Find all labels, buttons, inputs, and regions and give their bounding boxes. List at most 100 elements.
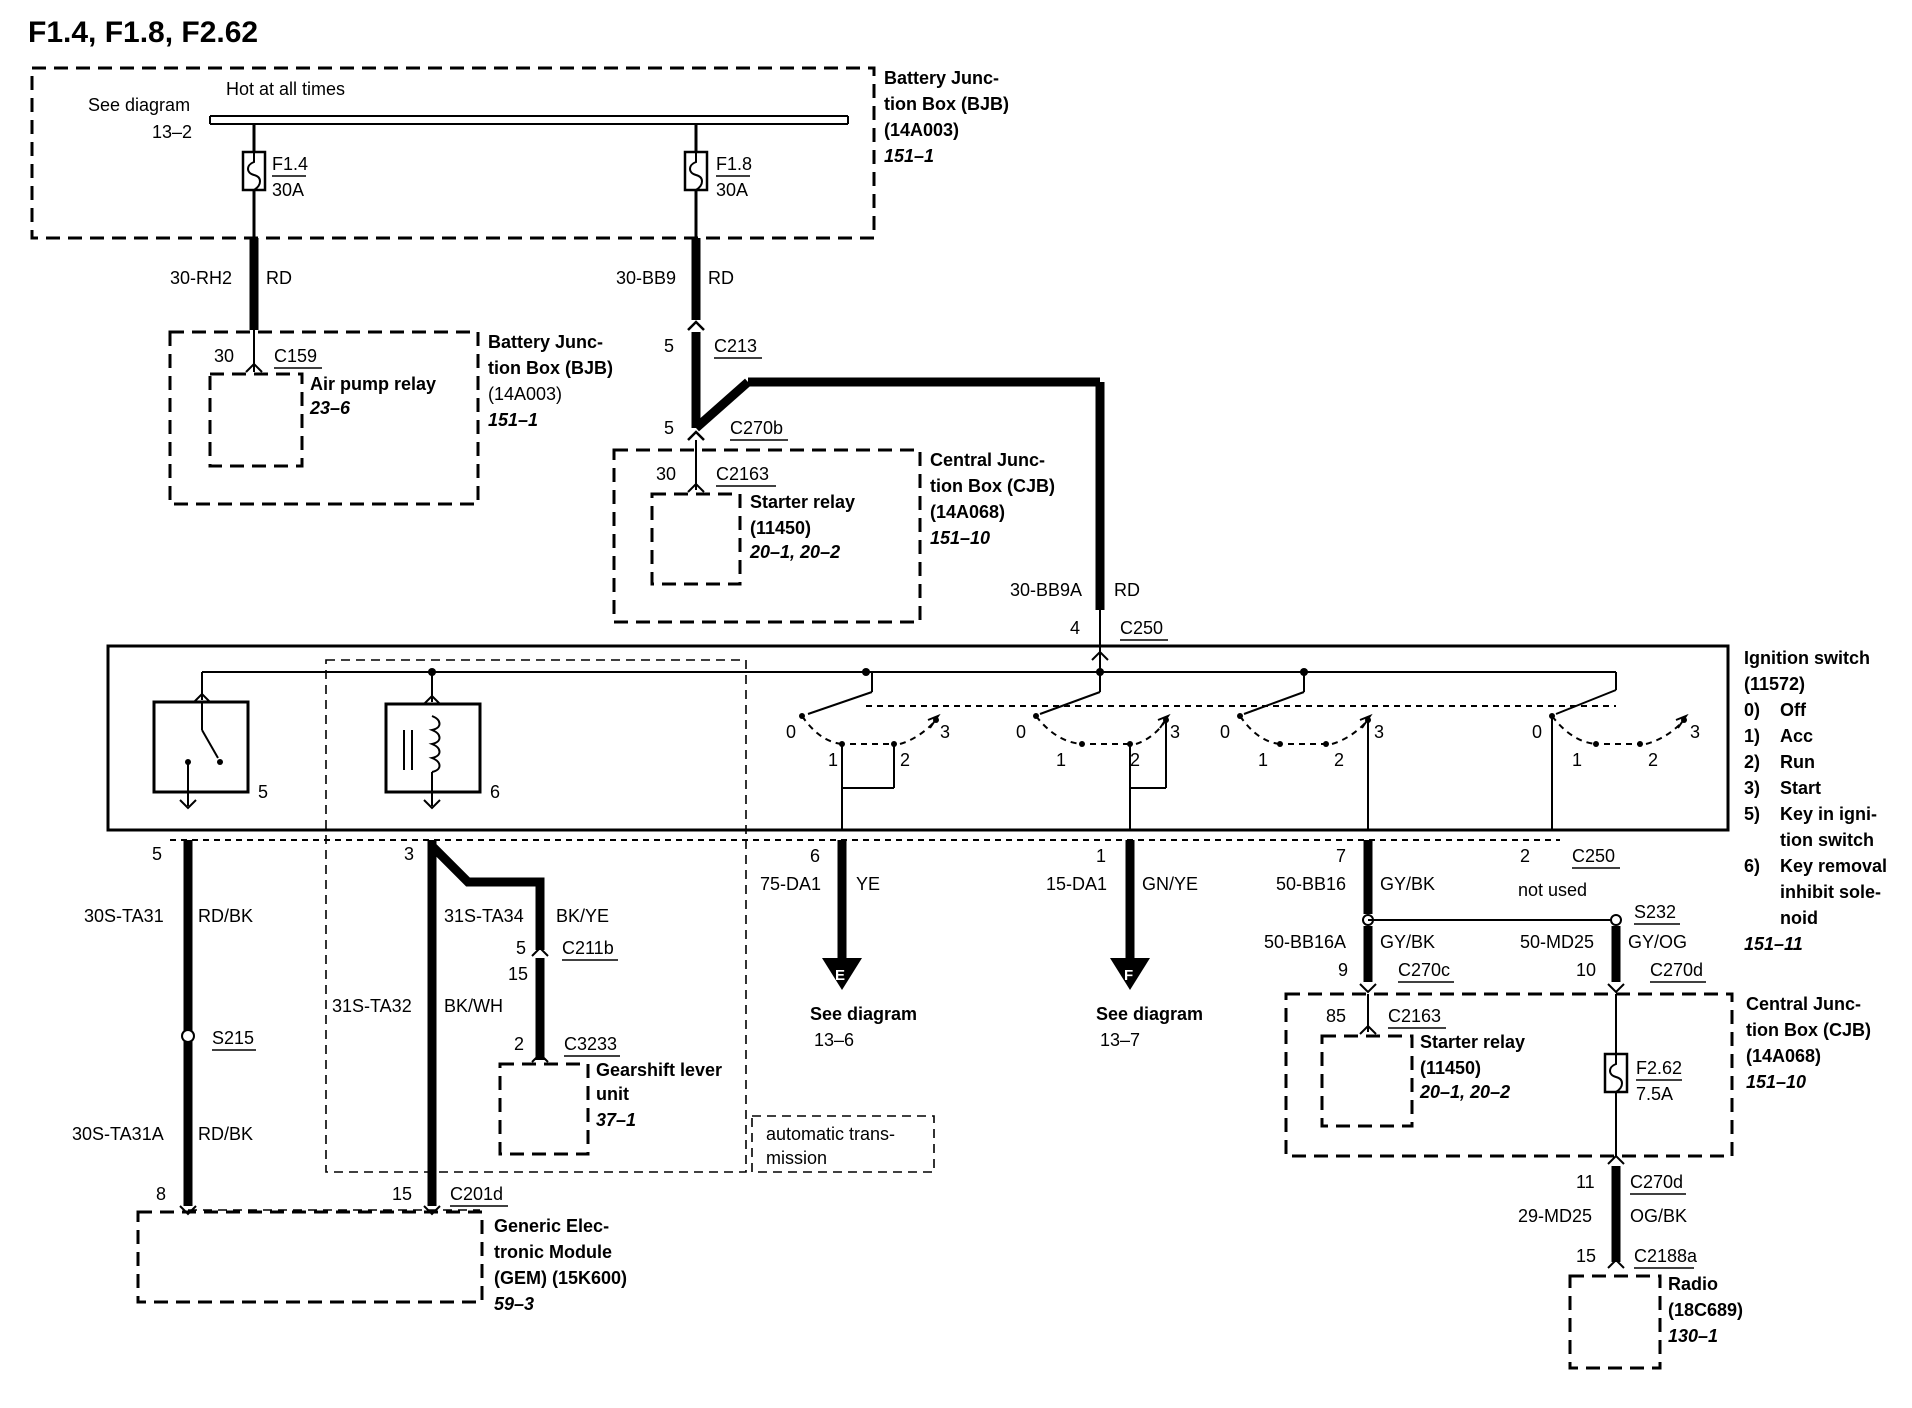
out-bb16-pin: 7 bbox=[1336, 846, 1346, 866]
rotary-4-pos-2: 2 bbox=[1648, 750, 1658, 770]
see-diagram-e-1: See diagram bbox=[810, 1004, 917, 1024]
c270d-pin: 10 bbox=[1576, 960, 1596, 980]
air-pump-conn: C159 bbox=[274, 346, 317, 366]
rotary-1-pos-1: 1 bbox=[828, 750, 838, 770]
cjb-bottom-name-1: Central Junc- bbox=[1746, 994, 1861, 1014]
solenoid-6-label: 6 bbox=[490, 782, 500, 802]
gem-pin-a: 8 bbox=[156, 1184, 166, 1204]
c270c-pin: 9 bbox=[1338, 960, 1348, 980]
gearshift-conn: C3233 bbox=[564, 1034, 617, 1054]
see-diagram-e-2: 13–6 bbox=[814, 1030, 854, 1050]
air-pump-box-name-1: Battery Junc- bbox=[488, 332, 603, 352]
rotary-4-pos-0: 0 bbox=[1532, 722, 1542, 742]
wire-ta32-color: BK/WH bbox=[444, 996, 503, 1016]
unused-conn: C250 bbox=[1572, 846, 1615, 866]
rotary-3-pos-2: 2 bbox=[1334, 750, 1344, 770]
cjb-bottom-name-3: (14A068) bbox=[1746, 1046, 1821, 1066]
legend-key-2: 2) bbox=[1744, 752, 1760, 772]
automatic-transmission-note-box bbox=[751, 1115, 935, 1173]
starter-top-relay-ref: 20–1, 20–2 bbox=[749, 542, 840, 562]
wire-bb16a-circuit: 50-BB16A bbox=[1264, 932, 1346, 952]
ignition-legend: 0) Off 1) Acc 2) Run 3) Start 5) Key in … bbox=[1744, 700, 1887, 954]
rotary-3-pos-3: 3 bbox=[1374, 722, 1384, 742]
fuse-f1-4-rating: 30A bbox=[272, 180, 304, 200]
bjb-top-name-3: (14A003) bbox=[884, 120, 959, 140]
wire-ta34-color: BK/YE bbox=[556, 906, 609, 926]
c270b-pin: 5 bbox=[664, 418, 674, 438]
c270d-out-conn: C270d bbox=[1630, 1172, 1683, 1192]
pin-3-out: 3 bbox=[404, 844, 414, 864]
gem-conn: C201d bbox=[450, 1184, 503, 1204]
unused-note: not used bbox=[1518, 880, 1587, 900]
out-bb16-circuit: 50-BB16 bbox=[1276, 874, 1346, 894]
starter-top-branch: 30-BB9 RD 5 C213 5 C270b 30 C2163 Starte… bbox=[612, 238, 1168, 672]
fuse-f1-8-id: F1.8 bbox=[716, 154, 752, 174]
rotary-3-pos-1: 1 bbox=[1258, 750, 1268, 770]
rotary-1-pos-0: 0 bbox=[786, 722, 796, 742]
fuse-f1-4-id: F1.4 bbox=[272, 154, 308, 174]
starter-bottom-name-1: Starter relay bbox=[1420, 1032, 1525, 1052]
c213-conn: C213 bbox=[714, 336, 757, 356]
starter-bottom-conn: C2163 bbox=[1388, 1006, 1441, 1026]
cjb-bottom-name-2: tion Box (CJB) bbox=[1746, 1020, 1871, 1040]
wire-ta32-circuit: 31S-TA32 bbox=[332, 996, 412, 1016]
rotary-section-1: 0 1 2 3 bbox=[786, 672, 950, 830]
ignition-name-1: Ignition switch bbox=[1744, 648, 1870, 668]
arrow-f-label: F bbox=[1124, 967, 1133, 984]
wire-ta31-color: RD/BK bbox=[198, 906, 253, 926]
arrow-f bbox=[1110, 958, 1150, 990]
legend-label-6c: noid bbox=[1780, 908, 1818, 928]
out-15da1-circuit: 15-DA1 bbox=[1046, 874, 1107, 894]
starter-top-box-ref: 151–10 bbox=[930, 528, 990, 548]
air-pump-pin: 30 bbox=[214, 346, 234, 366]
arrow-e bbox=[822, 958, 862, 990]
legend-label-1: Acc bbox=[1780, 726, 1813, 746]
starter-top-relay-name-1: Starter relay bbox=[750, 492, 855, 512]
wire-rh2-color: RD bbox=[266, 268, 292, 288]
radio-pin: 15 bbox=[1576, 1246, 1596, 1266]
ignition-switch-box bbox=[106, 644, 1730, 832]
rotary-1-pos-2: 2 bbox=[900, 750, 910, 770]
splice-s232: S232 bbox=[1634, 902, 1676, 922]
legend-key-3: 3) bbox=[1744, 778, 1760, 798]
fuse-f2-62-id: F2.62 bbox=[1636, 1058, 1682, 1078]
wire-bb9-circuit: 30-BB9 bbox=[616, 268, 676, 288]
arrow-e-label: E bbox=[835, 967, 845, 984]
wire-ta34-circuit: 31S-TA34 bbox=[444, 906, 524, 926]
bjb-top-ref: 151–1 bbox=[884, 146, 934, 166]
air-pump-relay-ref: 23–6 bbox=[309, 398, 351, 418]
legend-label-5b: tion switch bbox=[1780, 830, 1874, 850]
legend-key-1: 1) bbox=[1744, 726, 1760, 746]
legend-key-0: 0) bbox=[1744, 700, 1760, 720]
c211b-pin-b: 15 bbox=[508, 964, 528, 984]
c270c-conn: C270c bbox=[1398, 960, 1450, 980]
gem-name-2: tronic Module bbox=[494, 1242, 612, 1262]
out-da1-pin: 6 bbox=[810, 846, 820, 866]
see-diagram-f-1: See diagram bbox=[1096, 1004, 1203, 1024]
air-pump-box-ref: 151–1 bbox=[488, 410, 538, 430]
ignition-name-2: (11572) bbox=[1744, 674, 1805, 694]
wire-bb16a-color: GY/BK bbox=[1380, 932, 1435, 952]
rotary-2-pos-2: 2 bbox=[1130, 750, 1140, 770]
wire-ta31-circuit: 30S-TA31 bbox=[84, 906, 164, 926]
legend-label-5a: Key in igni- bbox=[1780, 804, 1877, 824]
gearshift-lever-box bbox=[498, 1062, 590, 1156]
wire-bb9a-circuit: 30-BB9A bbox=[1010, 580, 1082, 600]
legend-label-0: Off bbox=[1780, 700, 1807, 720]
air-pump-box-name-2: tion Box (BJB) bbox=[488, 358, 613, 378]
ignition-ref: 151–11 bbox=[1744, 934, 1803, 954]
solenoid-6: 6 bbox=[384, 672, 500, 810]
middle-outputs: E 6 75-DA1 YE See diagram 13–6 F 1 15-DA… bbox=[760, 840, 1203, 1050]
starter-top-relay-name-2: (11450) bbox=[750, 518, 811, 538]
fuse-f1-8: F1.8 30A bbox=[683, 124, 752, 238]
wire-29md25-circuit: 29-MD25 bbox=[1518, 1206, 1592, 1226]
fuse-f2-62: F2.62 7.5A bbox=[1603, 994, 1682, 1156]
rotary-4-pos-1: 1 bbox=[1572, 750, 1582, 770]
rotary-section-2: 0 1 2 3 bbox=[1016, 672, 1180, 830]
rotary-section-4: 0 1 2 3 bbox=[1532, 689, 1700, 830]
starter-bottom-ref: 20–1, 20–2 bbox=[1419, 1082, 1510, 1102]
gem-pin-b: 15 bbox=[392, 1184, 412, 1204]
out-da1-color: YE bbox=[856, 874, 880, 894]
c270d-out-pin: 11 bbox=[1576, 1172, 1595, 1192]
